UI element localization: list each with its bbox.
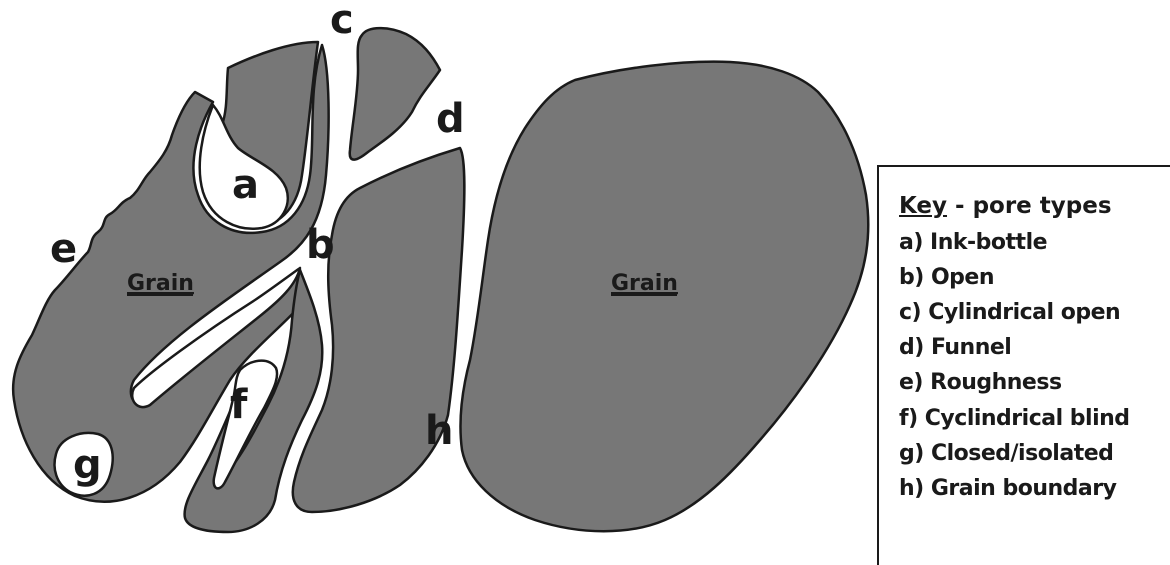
label-c: c [330,0,354,43]
label-e: e [50,226,77,272]
key-item-open: b) Open [899,260,1170,295]
grain-top-small [350,28,440,160]
key-item-closed: g) Closed/isolated [899,436,1170,471]
label-f: f [230,382,248,428]
key-legend: Key - pore types a) Ink-bottle b) Open c… [877,165,1170,565]
label-a: a [232,162,259,208]
grain-left-label: Grain [127,271,194,296]
key-title-rest: - pore types [947,193,1112,219]
key-item-roughness: e) Roughness [899,365,1170,400]
key-item-ink-bottle: a) Ink-bottle [899,225,1170,260]
label-b: b [306,222,335,268]
grain-right [460,62,868,532]
key-item-cylindrical-open: c) Cylindrical open [899,295,1170,330]
grain-right-label: Grain [611,271,678,296]
key-title-word: Key [899,193,947,219]
key-title: Key - pore types [899,189,1170,225]
label-h: h [425,408,453,454]
label-d: d [436,96,465,142]
label-g: g [73,442,102,488]
key-item-grain-boundary: h) Grain boundary [899,471,1170,506]
key-item-funnel: d) Funnel [899,330,1170,365]
key-item-cylindrical-blind: f) Cyclindrical blind [899,401,1170,436]
